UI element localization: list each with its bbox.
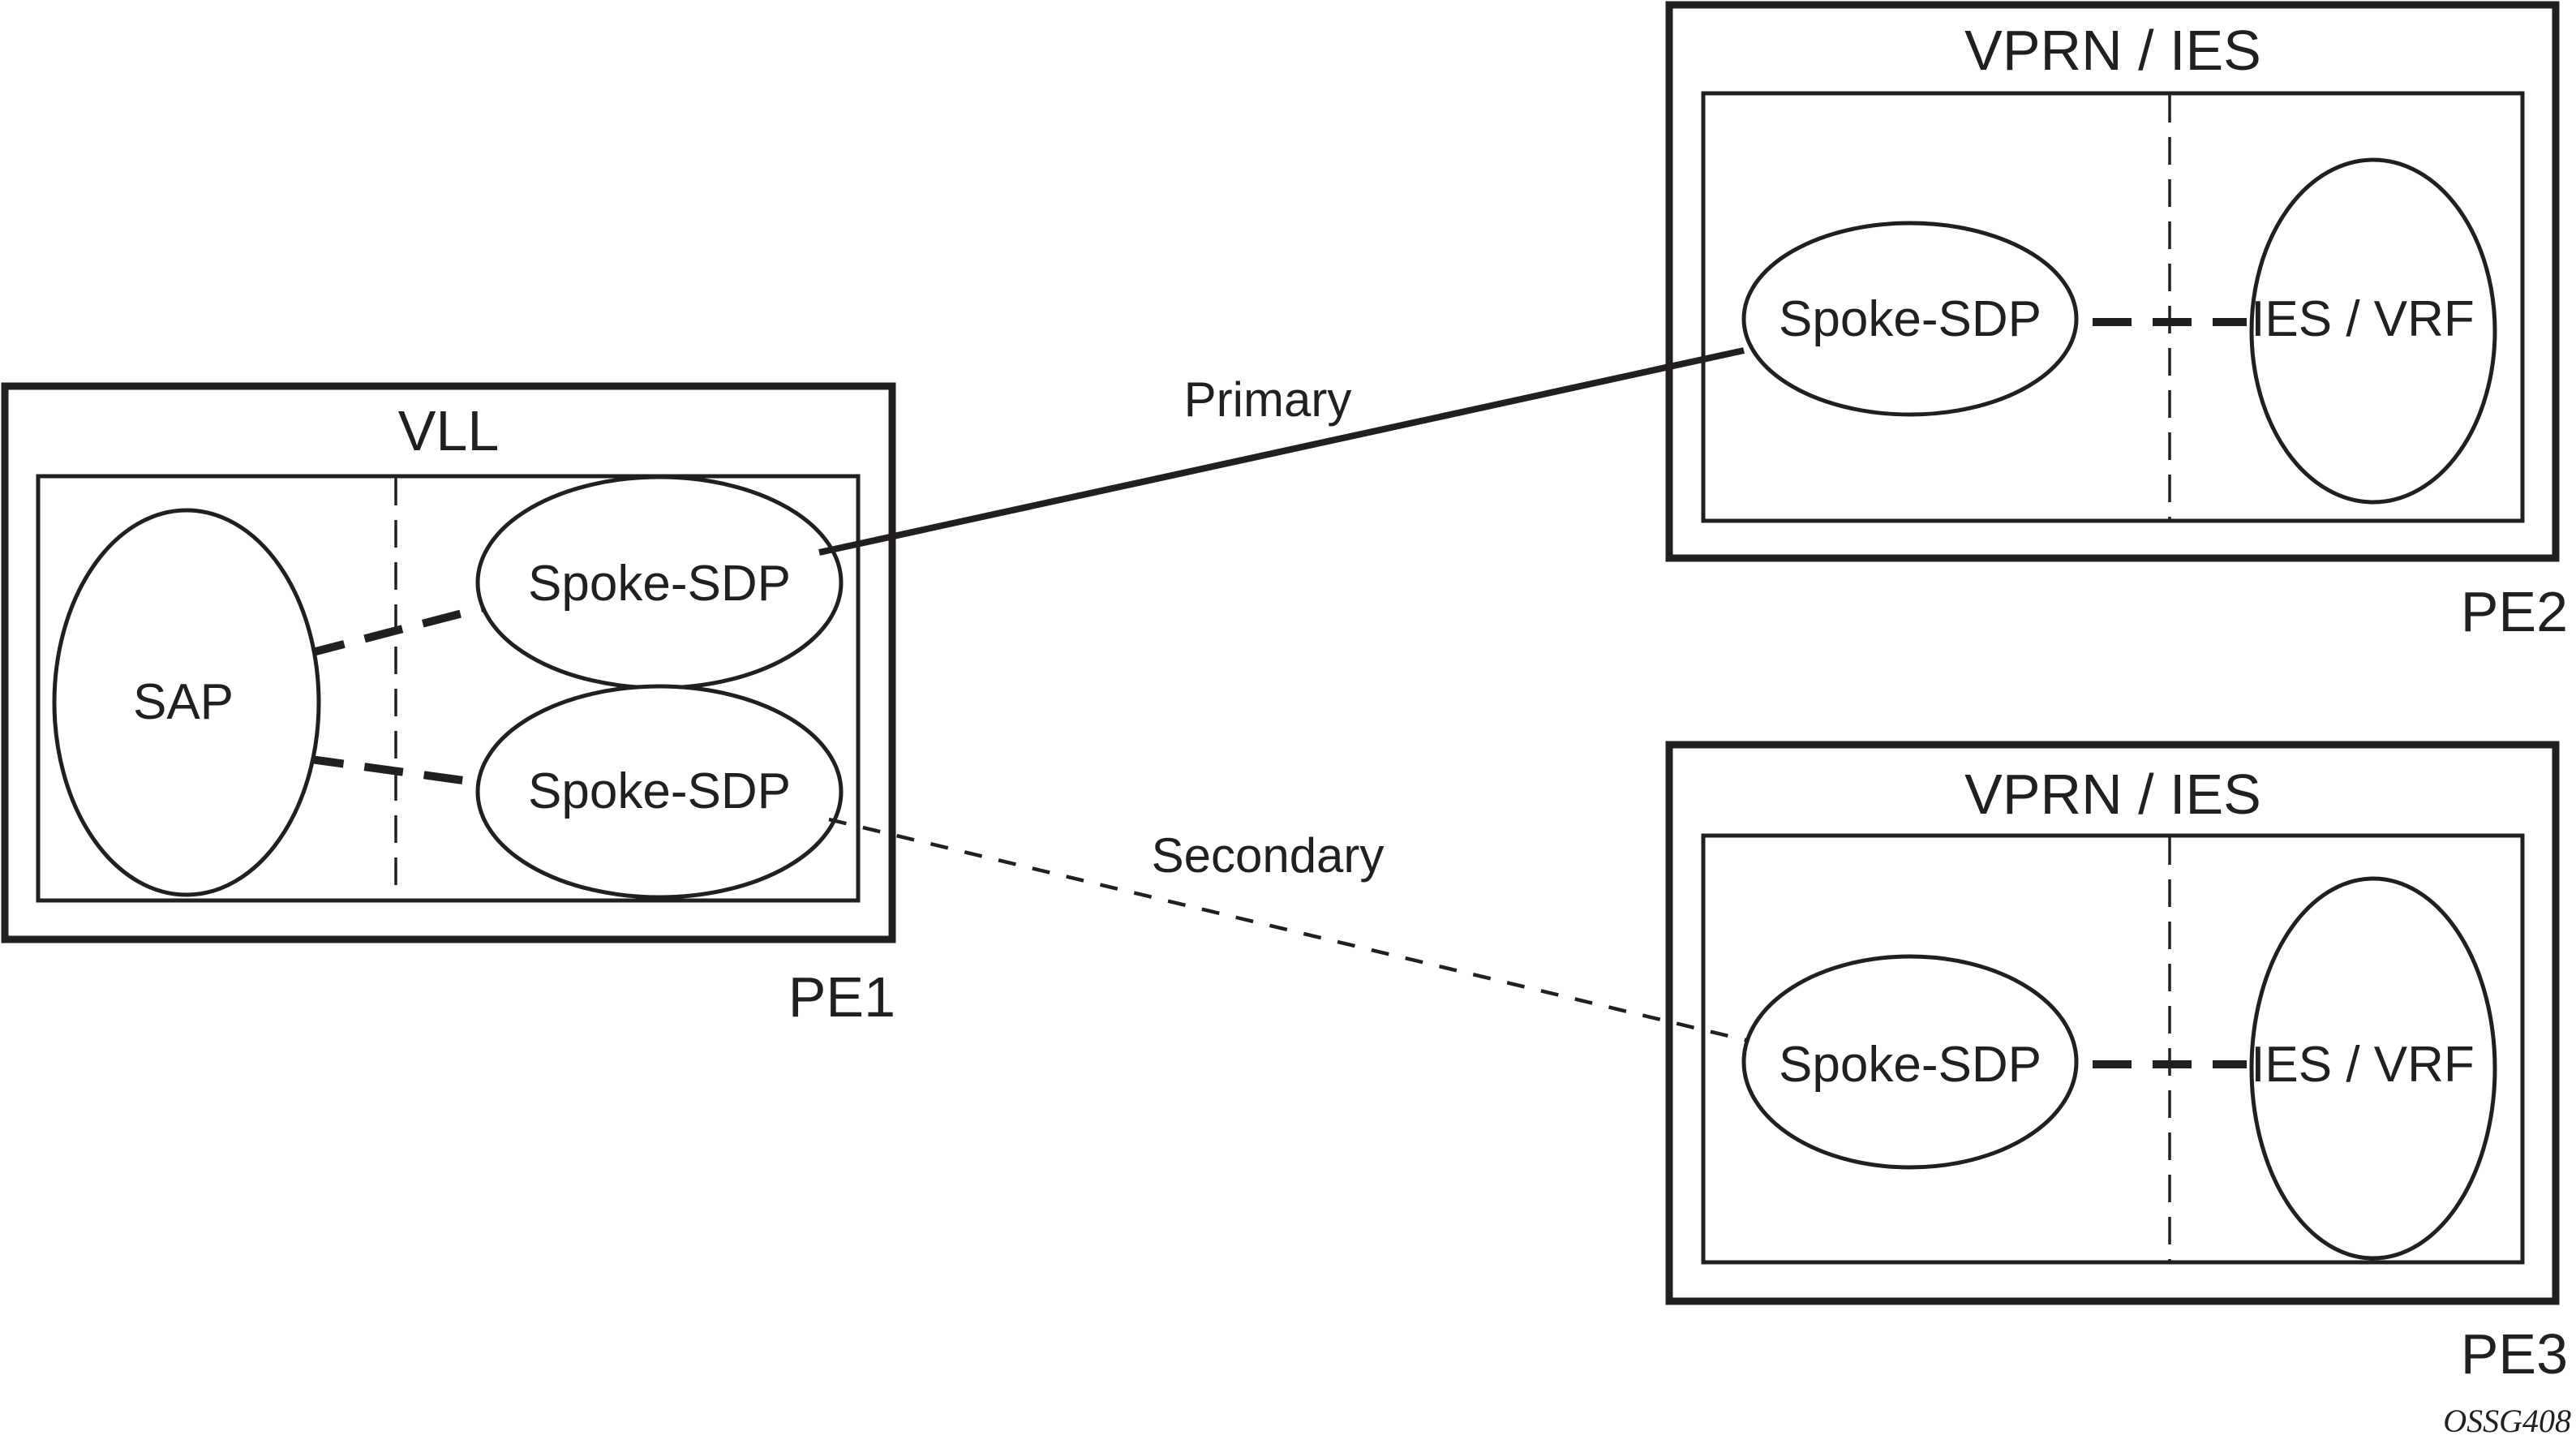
sap-node bbox=[52, 508, 321, 897]
pe1-spoke-sdp-lower-label: Spoke-SDP bbox=[528, 763, 791, 819]
pe2-service-title: VPRN / IES bbox=[1964, 19, 2261, 82]
pe3-device bbox=[1665, 741, 2560, 1305]
pe1-service-title: VLL bbox=[398, 399, 500, 462]
pe3-spoke-sdp-node bbox=[1741, 954, 2079, 1170]
pe2-spoke-sdp-node bbox=[1741, 221, 2079, 417]
pe3-service-box bbox=[1701, 833, 2525, 1265]
pe2-ies-vrf-label: IES / VRF bbox=[2251, 291, 2475, 347]
secondary-link-label: Secondary bbox=[1152, 828, 1385, 883]
figure-id: OSSG408 bbox=[2443, 1403, 2571, 1439]
pe1-spoke-sdp-upper-label: Spoke-SDP bbox=[528, 556, 791, 612]
pe1-device bbox=[1, 382, 896, 943]
sap-label: SAP bbox=[133, 674, 234, 730]
pe3-ies-vrf-label: IES / VRF bbox=[2251, 1037, 2475, 1093]
pe2-service-box bbox=[1701, 91, 2525, 523]
pe1-outer-box bbox=[1, 382, 896, 943]
pe3-ies-vrf-node bbox=[2249, 876, 2497, 1261]
pe1-device-label: PE1 bbox=[788, 965, 895, 1029]
pe1-spoke-sdp-lower-node bbox=[475, 684, 844, 900]
pe1-service-box bbox=[36, 474, 861, 903]
pe2-ies-vrf-node bbox=[2249, 157, 2497, 505]
primary-link bbox=[818, 347, 1745, 556]
pe2-spoke-sdp-label: Spoke-SDP bbox=[1779, 291, 2041, 347]
sap-to-spoke-lower-link bbox=[304, 754, 487, 788]
pe3-service-title: VPRN / IES bbox=[1964, 763, 2261, 826]
pe3-device-label: PE3 bbox=[2461, 1322, 2568, 1386]
pe3-spoke-sdp-label: Spoke-SDP bbox=[1779, 1037, 2041, 1093]
sap-to-spoke-upper-link bbox=[305, 599, 504, 658]
primary-link-label: Primary bbox=[1184, 372, 1352, 427]
pe2-device-label: PE2 bbox=[2461, 580, 2568, 643]
pe2-outer-box bbox=[1665, 1, 2560, 562]
pe3-outer-box bbox=[1665, 741, 2560, 1305]
pe2-device bbox=[1665, 1, 2560, 562]
